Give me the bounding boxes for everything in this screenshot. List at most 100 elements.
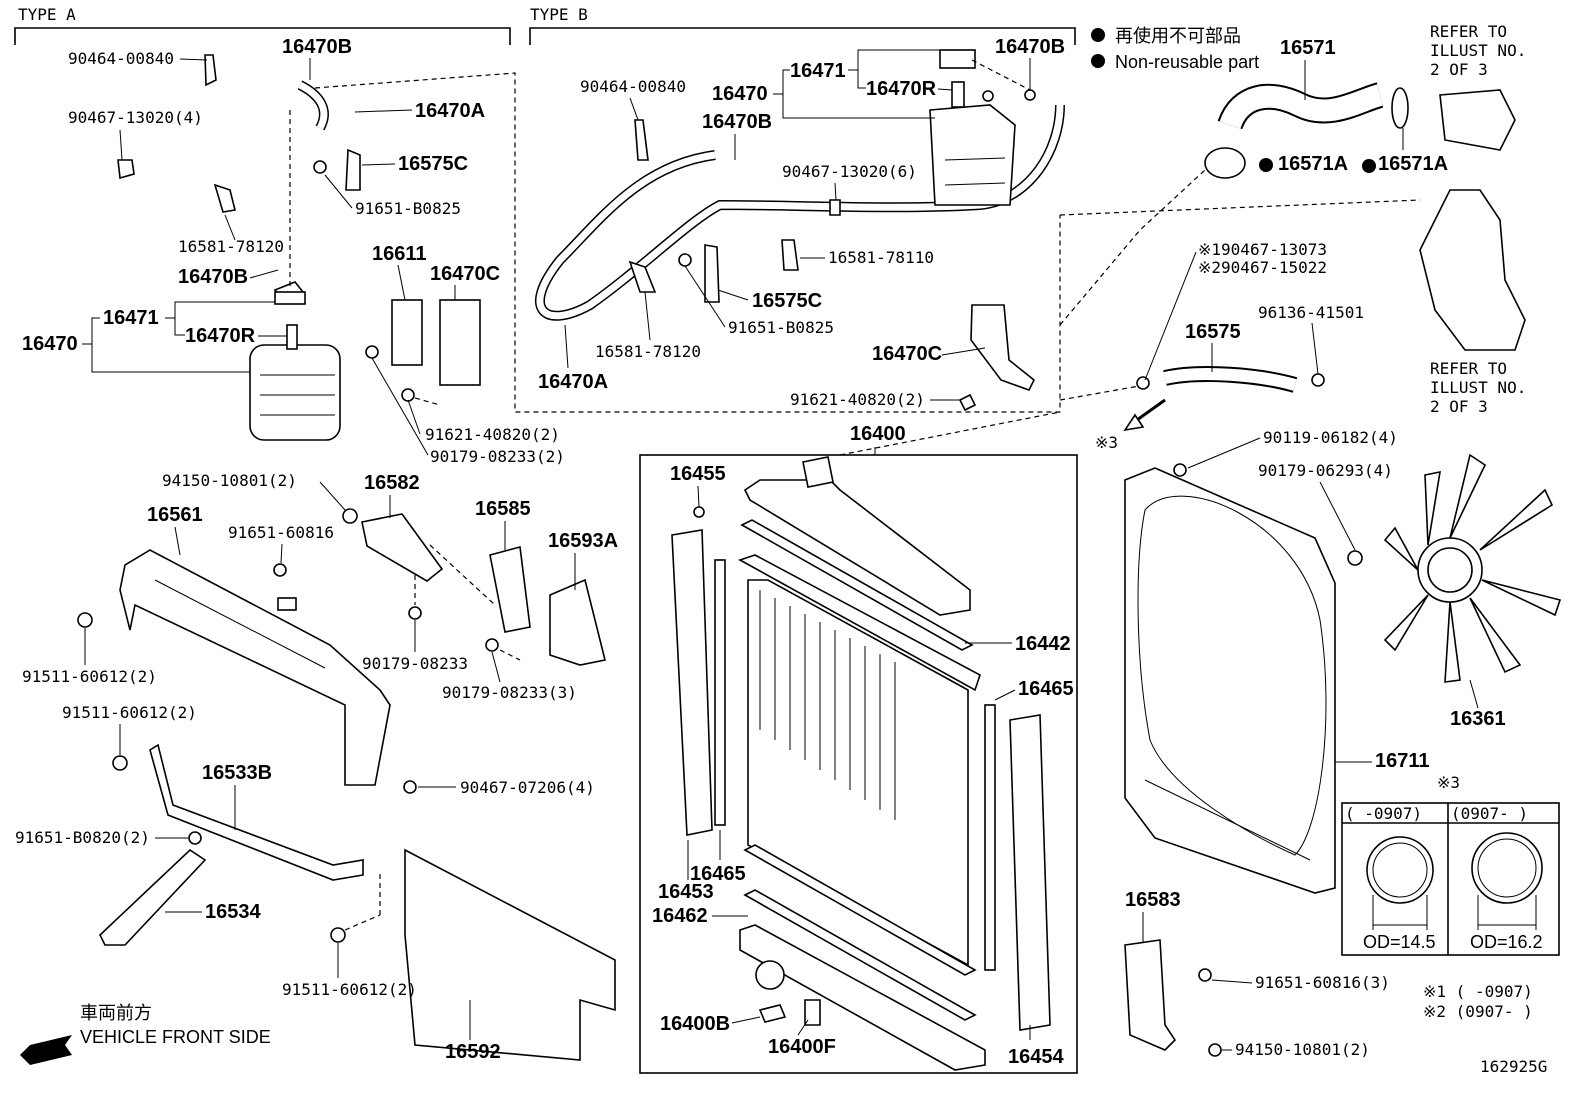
od-col2-value: OD=16.2 xyxy=(1470,932,1543,952)
diagram-id: 162925G xyxy=(1480,1057,1547,1076)
label-16470R-a: 16470R xyxy=(185,325,256,347)
nonreusable-dot-icon xyxy=(1091,28,1105,42)
label-16571A-1: 16571A xyxy=(1278,153,1348,175)
label-16470R-b: 16470R xyxy=(866,78,937,100)
label-16442: 16442 xyxy=(1015,633,1071,655)
label-16470B-b1: 16470B xyxy=(995,36,1065,58)
type-b-reservoir xyxy=(929,49,1036,206)
upper-support-16561 xyxy=(77,549,391,786)
label-90179-06293: 90179-06293(4) xyxy=(1258,461,1393,480)
label-91651-B0825-a: 91651-B0825 xyxy=(355,199,461,218)
legend-jp: 再使用不可部品 xyxy=(1115,26,1241,46)
type-b-title: TYPE B xyxy=(530,5,588,24)
fan-shroud xyxy=(1124,463,1336,894)
type-a-hoses xyxy=(111,54,361,301)
label-94150-10801-right: 94150-10801(2) xyxy=(1235,1040,1370,1059)
type-b-bracket: TYPE B xyxy=(529,5,1076,45)
label-16453: 16453 xyxy=(658,881,714,903)
label-16534: 16534 xyxy=(205,901,261,923)
refer-line: 2 OF 3 xyxy=(1430,60,1488,79)
label-16575C-b: 16575C xyxy=(752,290,822,312)
nonreusable-dot-icon xyxy=(1091,54,1105,68)
radiator-assembly-box xyxy=(639,454,1078,1074)
nonreusable-dot-icon xyxy=(1362,159,1376,173)
label-90179-08233-3: 90179-08233(3) xyxy=(442,683,577,702)
front-label-en: VEHICLE FRONT SIDE xyxy=(80,1027,271,1047)
label-16462: 16462 xyxy=(652,905,708,927)
label-90467-13020-a: 90467-13020(4) xyxy=(68,108,203,127)
label-91621-40820-a: 91621-40820(2) xyxy=(425,425,560,444)
label-91651-B0820: 91651-B0820(2) xyxy=(15,828,150,847)
label-16593A: 16593A xyxy=(548,530,618,552)
bracket-16583 xyxy=(1124,939,1222,1057)
footnote-1: ※1 ( -0907) xyxy=(1423,982,1533,1001)
refer-note-mid: REFER TO ILLUST NO. 2 OF 3 xyxy=(1430,359,1526,416)
refer-line: REFER TO xyxy=(1430,359,1507,378)
label-16470-b: 16470 xyxy=(712,83,768,105)
label-16470B-b2: 16470B xyxy=(702,111,772,133)
label-290467-15022: ※290467-15022 xyxy=(1198,258,1327,277)
label-16470C-b: 16470C xyxy=(872,343,942,365)
nonreusable-dot-icon xyxy=(1259,158,1273,172)
label-16571A-2: 16571A xyxy=(1378,153,1448,175)
upper-hose-group xyxy=(1059,82,1526,401)
label-16455: 16455 xyxy=(670,463,726,485)
label-16400B: 16400B xyxy=(660,1013,730,1035)
label-90464-00840-a: 90464-00840 xyxy=(68,49,174,68)
label-96136-41501: 96136-41501 xyxy=(1258,303,1364,322)
label-16400: 16400 xyxy=(850,423,906,445)
label-star3-b: ※3 xyxy=(1437,773,1460,792)
od-table: ( -0907) (0907- ) OD=14.5 OD=16.2 xyxy=(1341,802,1560,956)
label-16571: 16571 xyxy=(1280,37,1336,59)
radiator xyxy=(671,456,1051,1071)
label-16582: 16582 xyxy=(364,472,420,494)
label-16581-78120-b: 16581-78120 xyxy=(595,342,701,361)
type-b-bracket-16470C xyxy=(958,304,1036,412)
label-90179-08233-2: 90179-08233(2) xyxy=(430,447,565,466)
label-16470A-a: 16470A xyxy=(415,100,485,122)
label-16533B: 16533B xyxy=(202,762,272,784)
front-label-jp: 車両前方 xyxy=(80,1003,152,1023)
label-16470-a: 16470 xyxy=(22,333,78,355)
label-190467-13073: ※190467-13073 xyxy=(1198,240,1327,259)
cooling-fan xyxy=(1347,453,1562,683)
label-16471-b: 16471 xyxy=(790,60,846,82)
refer-line: 2 OF 3 xyxy=(1430,397,1488,416)
label-16465-left: 16465 xyxy=(690,863,746,885)
type-a-bracket: TYPE A xyxy=(14,5,511,45)
refer-note-top: REFER TO ILLUST NO. 2 OF 3 xyxy=(1430,22,1526,79)
label-16470C-a: 16470C xyxy=(430,263,500,285)
part-16585 xyxy=(485,545,531,661)
label-16361: 16361 xyxy=(1450,708,1506,730)
refer-line: REFER TO xyxy=(1430,22,1507,41)
label-91651-B0825-b: 91651-B0825 xyxy=(728,318,834,337)
label-91621-40820-b: 91621-40820(2) xyxy=(790,390,925,409)
label-16575: 16575 xyxy=(1185,321,1241,343)
label-16471-a: 16471 xyxy=(103,307,159,329)
label-91651-60816: 91651-60816 xyxy=(228,523,334,542)
label-16470A-b: 16470A xyxy=(538,371,608,393)
part-16593A xyxy=(549,578,606,666)
label-16561: 16561 xyxy=(147,504,203,526)
label-90467-07206: 90467-07206(4) xyxy=(460,778,595,797)
type-a-title: TYPE A xyxy=(18,5,76,24)
label-91651-60816-3: 91651-60816(3) xyxy=(1255,973,1390,992)
footnote-2: ※2 (0907- ) xyxy=(1423,1002,1533,1021)
refer-line: ILLUST NO. xyxy=(1430,41,1526,60)
label-star3-a: ※3 xyxy=(1095,433,1118,452)
panel-16592 xyxy=(330,848,616,1061)
label-91511-60612-a: 91511-60612(2) xyxy=(22,667,157,686)
type-b-hoses xyxy=(535,104,1065,321)
label-94150-10801-left: 94150-10801(2) xyxy=(162,471,297,490)
legend-en: Non-reusable part xyxy=(1115,52,1259,72)
label-16585: 16585 xyxy=(475,498,531,520)
label-90119-06182: 90119-06182(4) xyxy=(1263,428,1398,447)
label-90464-00840-b: 90464-00840 xyxy=(580,77,686,96)
label-16470B-a1: 16470B xyxy=(282,36,352,58)
label-16583: 16583 xyxy=(1125,889,1181,911)
bracket-16582 xyxy=(342,508,496,620)
label-16581-78110: 16581-78110 xyxy=(828,248,934,267)
od-col1-range: ( -0907) xyxy=(1345,804,1422,823)
label-16611: 16611 xyxy=(372,243,427,265)
